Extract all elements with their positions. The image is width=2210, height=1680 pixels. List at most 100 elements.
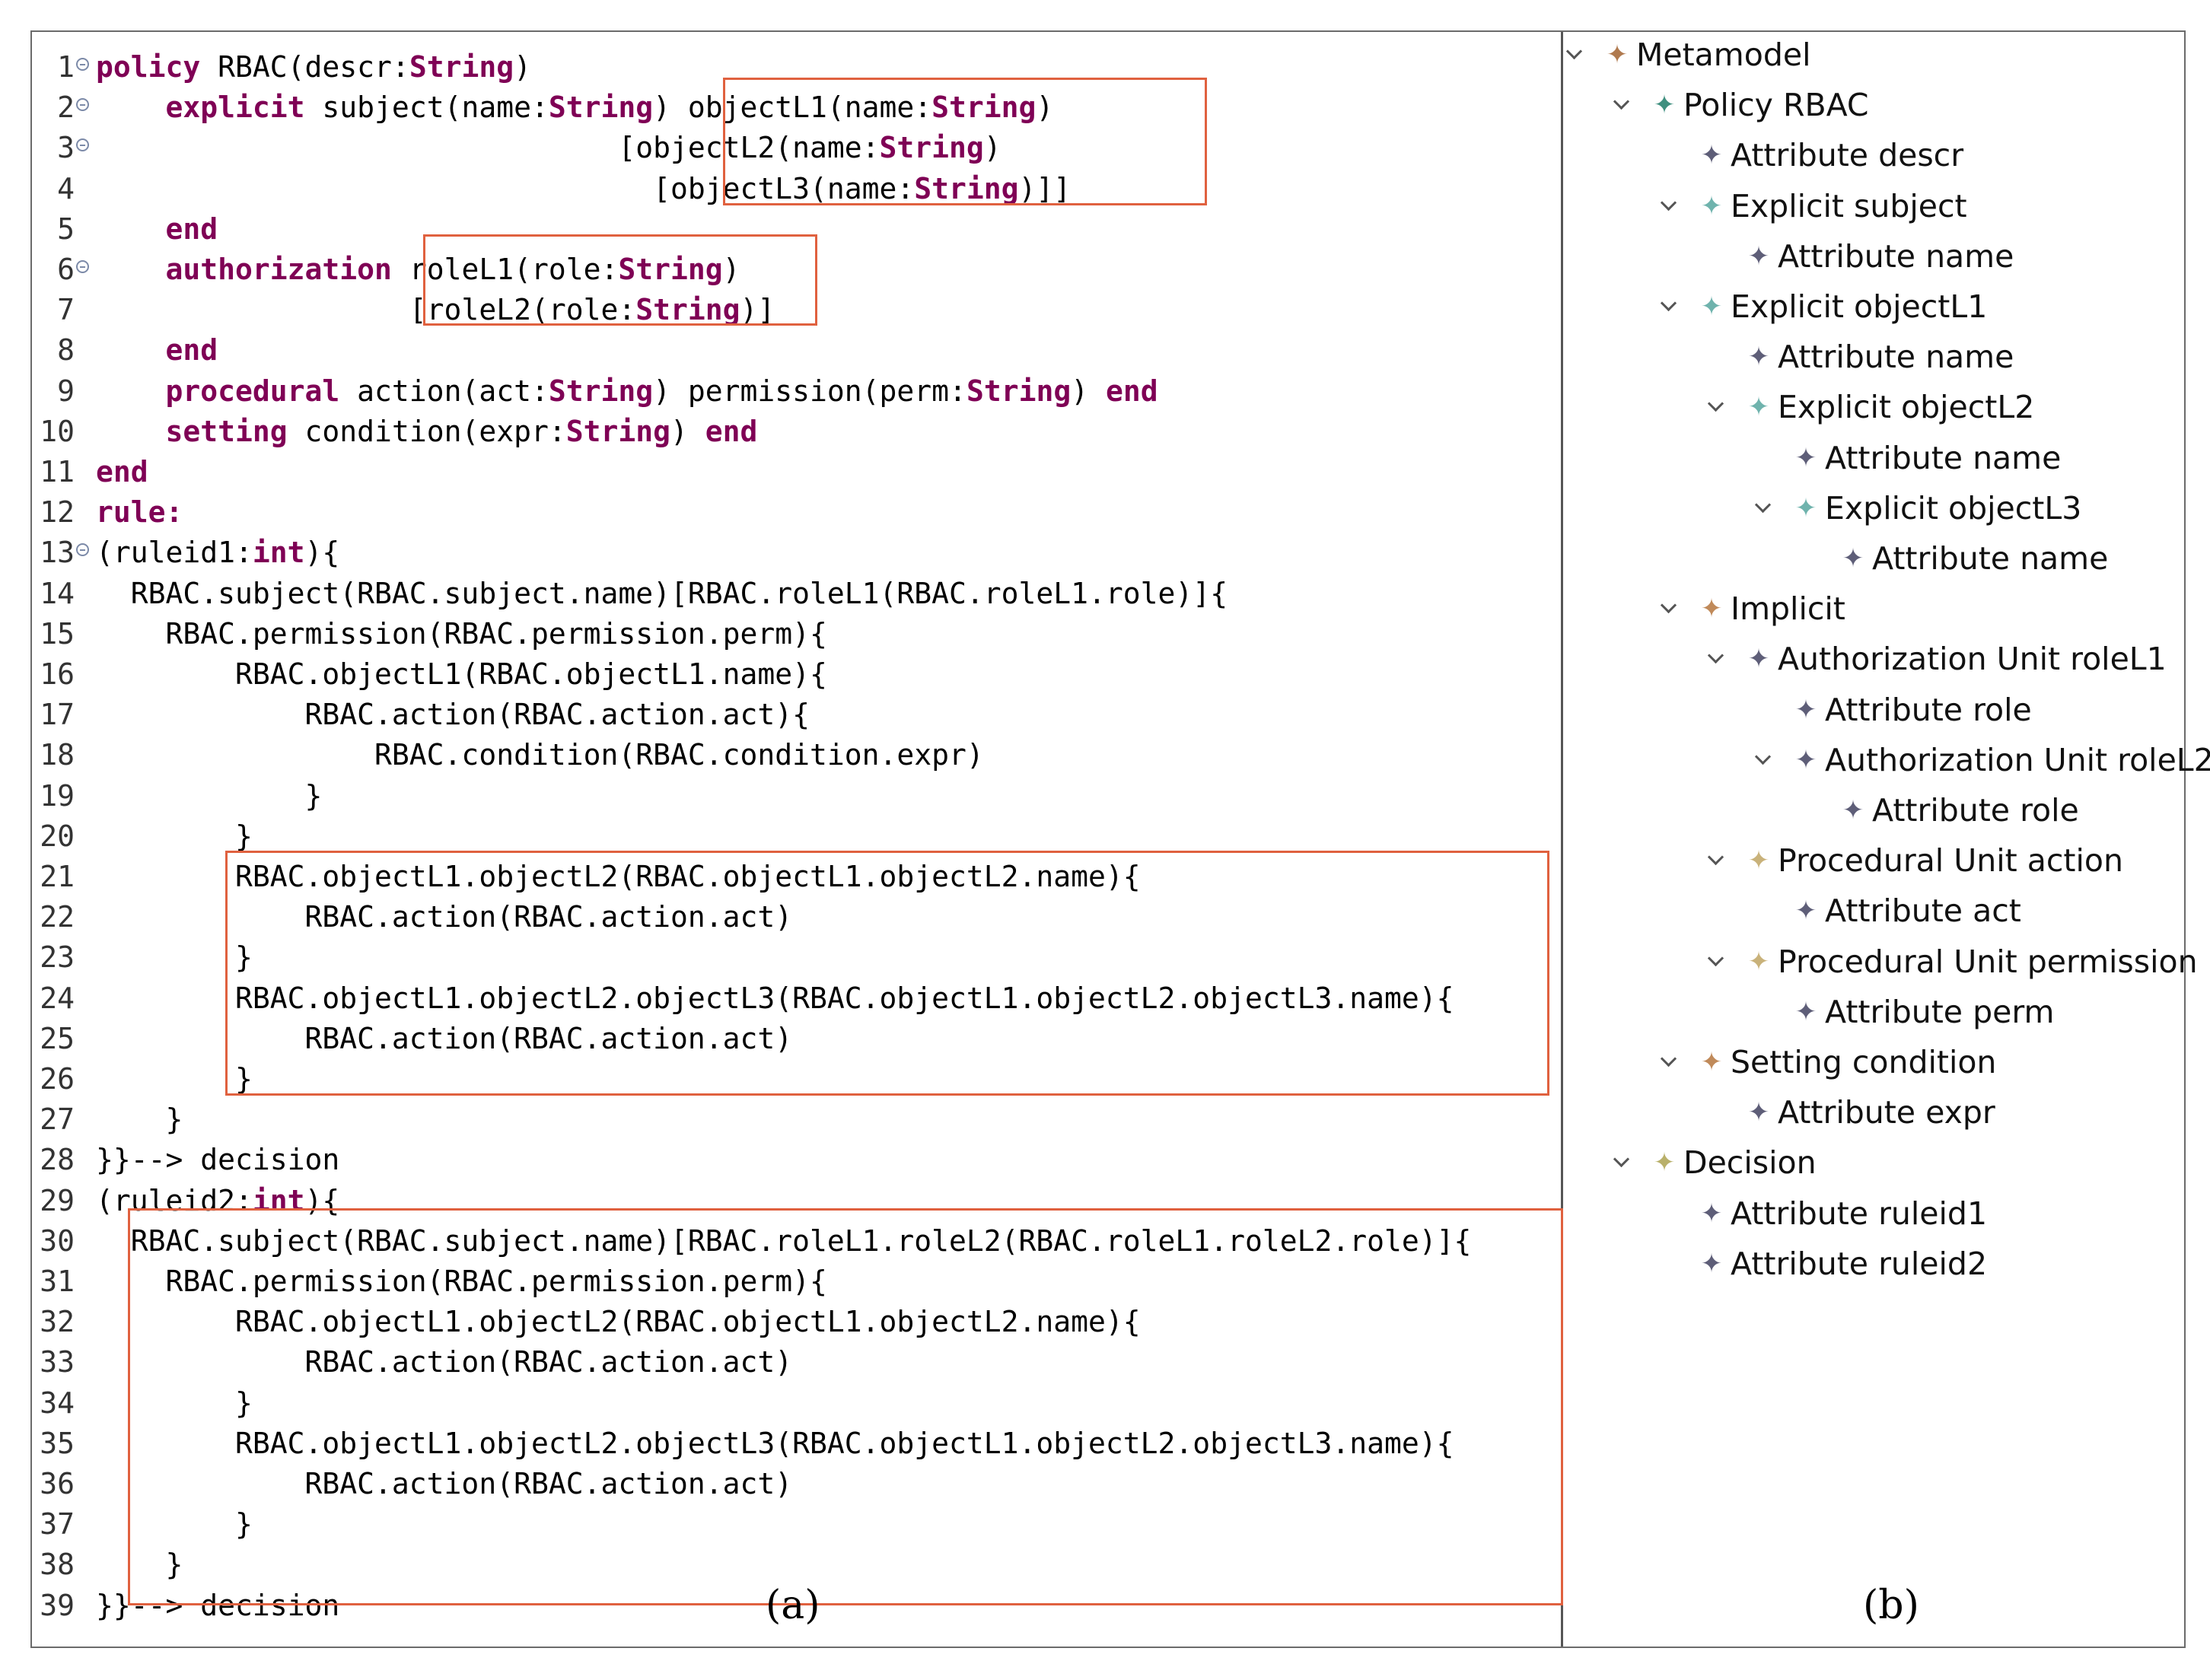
code-token: ){	[304, 1183, 340, 1217]
tree-node-label: Procedural Unit permission	[1778, 943, 2198, 980]
code-line[interactable]: 5 end	[32, 209, 1561, 250]
code-line[interactable]: 19 }	[32, 776, 1561, 816]
highlight-box-rule1-objects	[225, 851, 1549, 1096]
tree-node-label: Attribute ruleid1	[1731, 1195, 1988, 1232]
code-line[interactable]: 9 procedural action(act:String) permissi…	[32, 371, 1561, 412]
tree-node-label: Attribute ruleid2	[1731, 1245, 1988, 1282]
chevron-down-icon[interactable]	[1705, 939, 1728, 985]
code-line[interactable]: 6 authorization roleL1(role:String)	[32, 250, 1561, 290]
tree-node-label: Policy RBAC	[1683, 87, 1869, 124]
code-line[interactable]: 17 RBAC.action(RBAC.action.act){	[32, 695, 1561, 735]
line-number: 2	[57, 91, 75, 125]
code-line[interactable]: 34 }	[32, 1383, 1561, 1424]
chevron-down-icon[interactable]	[1658, 586, 1680, 632]
attribute-icon: ✦	[1842, 543, 1864, 574]
code-line[interactable]: 35 RBAC.objectL1.objectL2.objectL3(RBAC.…	[32, 1424, 1561, 1464]
code-line[interactable]: 13(ruleid1:int){	[32, 533, 1561, 573]
line-number: 17	[40, 698, 75, 732]
code-line[interactable]: 2 explicit subject(name:String) objectL1…	[32, 88, 1561, 128]
code-line[interactable]: 7 [roleL2(role:String)]	[32, 290, 1561, 330]
code-line[interactable]: 30 RBAC.subject(RBAC.subject.name)[RBAC.…	[32, 1221, 1561, 1262]
code-line[interactable]: 29(ruleid2:int){	[32, 1181, 1561, 1221]
code-text: RBAC.action(RBAC.action.act)	[96, 1019, 793, 1059]
line-number: 36	[40, 1467, 75, 1500]
code-line[interactable]: 23 }	[32, 937, 1561, 978]
code-line[interactable]: 27 }	[32, 1099, 1561, 1140]
procedural-icon: ✦	[1747, 946, 1770, 977]
keyword-token: end	[1105, 374, 1158, 408]
tree-node-label: Attribute name	[1778, 339, 2014, 376]
metamodel-tree[interactable]: ✦Metamodel✦Policy RBAC✦Attribute descr✦E…	[1563, 32, 2210, 1647]
code-line[interactable]: 38 }	[32, 1545, 1561, 1585]
code-token: (ruleid1:	[96, 536, 253, 570]
code-line[interactable]: 14 RBAC.subject(RBAC.subject.name)[RBAC.…	[32, 574, 1561, 614]
code-text: }}--> decision	[96, 1140, 339, 1180]
fold-toggle-icon[interactable]	[76, 260, 89, 273]
line-number: 18	[40, 738, 75, 772]
explicit-icon: ✦	[1794, 492, 1817, 523]
attribute-icon: ✦	[1842, 795, 1864, 826]
line-number: 28	[40, 1143, 75, 1177]
chevron-down-icon[interactable]	[1610, 1140, 1633, 1185]
code-line[interactable]: 32 RBAC.objectL1.objectL2(RBAC.objectL1.…	[32, 1302, 1561, 1342]
code-line[interactable]: 36 RBAC.action(RBAC.action.act)	[32, 1464, 1561, 1504]
code-token: RBAC.action(RBAC.action.act)	[96, 1021, 793, 1055]
code-line[interactable]: 3 [objectL2(name:String)	[32, 128, 1561, 168]
code-token: RBAC.objectL1.objectL2.objectL3(RBAC.obj…	[96, 1426, 1454, 1460]
code-line[interactable]: 20 }	[32, 816, 1561, 857]
chevron-down-icon[interactable]	[1705, 636, 1728, 682]
code-line[interactable]: 26 }	[32, 1059, 1561, 1099]
keyword-token: String	[931, 91, 1037, 125]
code-text: RBAC.permission(RBAC.permission.perm){	[96, 1262, 827, 1302]
code-token: )	[1036, 91, 1054, 125]
line-number: 21	[40, 860, 75, 893]
code-line[interactable]: 24 RBAC.objectL1.objectL2.objectL3(RBAC.…	[32, 978, 1561, 1019]
fold-toggle-icon[interactable]	[76, 98, 89, 112]
code-line[interactable]: 16 RBAC.objectL1(RBAC.objectL1.name){	[32, 654, 1561, 695]
chevron-down-icon[interactable]	[1705, 384, 1728, 430]
chevron-down-icon[interactable]	[1752, 737, 1775, 783]
fold-toggle-icon[interactable]	[76, 58, 89, 71]
code-line[interactable]: 33 RBAC.action(RBAC.action.act)	[32, 1342, 1561, 1382]
tree-node-label: Attribute perm	[1825, 993, 2055, 1030]
code-text: RBAC.objectL1.objectL2(RBAC.objectL1.obj…	[96, 857, 1141, 897]
code-token: RBAC.objectL1.objectL2(RBAC.objectL1.obj…	[96, 860, 1141, 893]
code-line[interactable]: 22 RBAC.action(RBAC.action.act)	[32, 897, 1561, 937]
code-token	[96, 333, 166, 367]
code-text: }	[96, 1545, 183, 1585]
fold-toggle-icon[interactable]	[76, 543, 89, 557]
code-line[interactable]: 25 RBAC.action(RBAC.action.act)	[32, 1019, 1561, 1059]
chevron-down-icon[interactable]	[1658, 183, 1680, 229]
chevron-down-icon[interactable]	[1610, 82, 1633, 128]
line-number: 3	[57, 131, 75, 165]
fold-toggle-icon[interactable]	[76, 138, 89, 152]
chevron-down-icon[interactable]	[1563, 32, 1586, 78]
code-line[interactable]: 15 RBAC.permission(RBAC.permission.perm)…	[32, 614, 1561, 654]
line-number: 33	[40, 1345, 75, 1379]
chevron-down-icon[interactable]	[1658, 284, 1680, 329]
code-line[interactable]: 4 [objectL3(name:String)]]	[32, 169, 1561, 209]
code-line[interactable]: 10 setting condition(expr:String) end	[32, 412, 1561, 452]
line-number: 16	[40, 657, 75, 691]
code-line[interactable]: 31 RBAC.permission(RBAC.permission.perm)…	[32, 1262, 1561, 1302]
code-text: }	[96, 1383, 253, 1424]
code-token: RBAC(descr:	[200, 50, 409, 84]
code-token	[96, 91, 166, 124]
chevron-down-icon[interactable]	[1705, 838, 1728, 883]
code-line[interactable]: 28 }}--> decision	[32, 1140, 1561, 1180]
code-token: }	[96, 819, 253, 853]
explicit-icon: ✦	[1700, 291, 1723, 322]
code-line[interactable]: 18 RBAC.condition(RBAC.condition.expr)	[32, 735, 1561, 775]
chevron-down-icon[interactable]	[1658, 1039, 1680, 1085]
chevron-down-icon[interactable]	[1752, 485, 1775, 531]
code-token: ){	[304, 536, 340, 570]
code-line[interactable]: 21 RBAC.objectL1.objectL2(RBAC.objectL1.…	[32, 857, 1561, 897]
code-token: }	[96, 778, 323, 813]
code-line[interactable]: 8 end	[32, 330, 1561, 371]
code-line[interactable]: 37 }	[32, 1504, 1561, 1545]
